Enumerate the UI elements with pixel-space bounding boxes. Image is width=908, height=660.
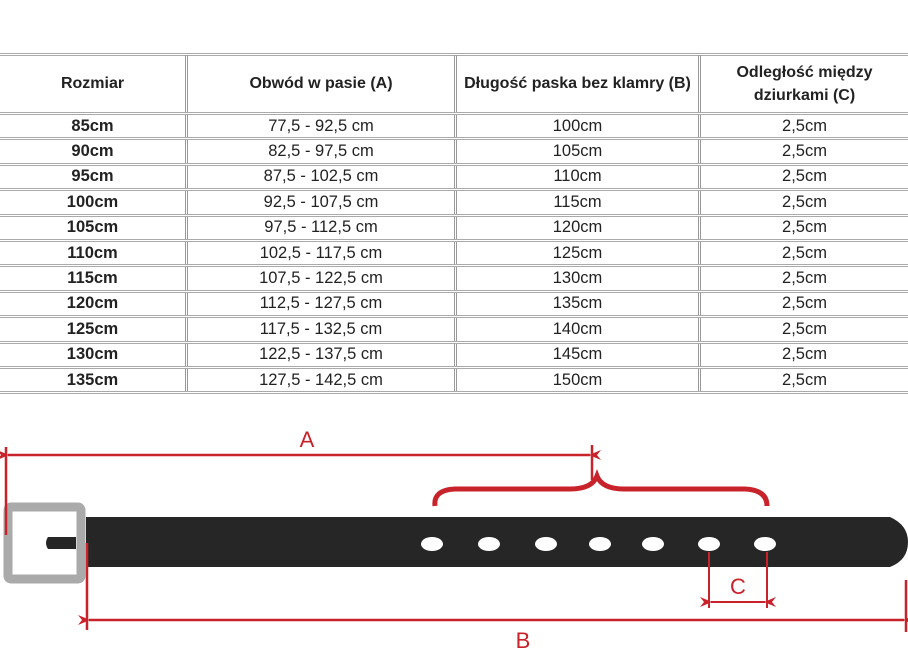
buckle <box>3 502 86 584</box>
table-row-cell: 110cm <box>457 165 701 189</box>
table-row-cell: 105cm <box>0 216 188 239</box>
buckle-prong <box>46 537 76 549</box>
table-row-cell: 135cm <box>457 292 701 316</box>
table-row-cell: 2,5cm <box>782 167 827 186</box>
table-row-cell: 95cm <box>0 165 188 189</box>
table-row-cell: 77,5 - 92,5 cm <box>188 115 457 138</box>
table-row-cell: 82,5 - 97,5 cm <box>188 140 457 163</box>
table-row-cell: 105cm <box>457 140 701 163</box>
table-row-cell: 2,5cm <box>782 345 827 364</box>
table-row-cell: 90cm <box>0 140 188 163</box>
table-row-cell: 2,5cm <box>782 243 827 262</box>
table-row-cell: 120cm <box>457 216 701 239</box>
table-row-cell: 2,5cm <box>782 116 827 135</box>
belt-hole <box>535 537 557 551</box>
belt-hole <box>698 537 720 551</box>
table-row-cell: 145cm <box>457 343 701 366</box>
table-header-cell: Długość paska bez klamry (B) <box>457 55 701 112</box>
label-a: A <box>300 427 315 452</box>
table-row-cell: 2,5cm <box>782 142 827 161</box>
table-row-cell: 125cm <box>0 318 188 341</box>
table-row-cell: 107,5 - 122,5 cm <box>188 267 457 290</box>
table-row-cell: 135cm <box>0 369 188 392</box>
label-c: C <box>730 574 746 599</box>
measure-b <box>78 543 908 632</box>
table-row-cell: 120cm <box>0 292 188 316</box>
table-row-cell: 115cm <box>0 267 188 290</box>
belt-hole <box>754 537 776 551</box>
table-top-border <box>0 53 908 56</box>
table-row-cell: 150cm <box>457 369 701 392</box>
table-row-cell: 102,5 - 117,5 cm <box>188 242 457 265</box>
table-row-cell: 87,5 - 102,5 cm <box>188 165 457 189</box>
table-row-cell: 85cm <box>0 115 188 138</box>
table-row-cell: 2,5cm <box>782 192 827 211</box>
table-row-cell: 117,5 - 132,5 cm <box>188 318 457 341</box>
belt-hole <box>589 537 611 551</box>
table-row-cell: 2,5cm <box>782 294 827 313</box>
table-row-cell: 122,5 - 137,5 cm <box>188 343 457 366</box>
table-header-cell: Obwód w pasie (A) <box>188 55 457 112</box>
measure-c <box>700 552 776 608</box>
measure-a <box>0 445 601 535</box>
table-row-cell: 100cm <box>457 115 701 138</box>
table-row-cell: 2,5cm <box>782 370 827 389</box>
belt-hole <box>421 537 443 551</box>
table-header-cell: Rozmiar <box>0 55 188 112</box>
table-row-cell: 125cm <box>457 242 701 265</box>
table-row-cell: 92,5 - 107,5 cm <box>188 191 457 214</box>
table-row-cell: 100cm <box>0 191 188 214</box>
table-row-cell: 115cm <box>457 191 701 214</box>
table-row-cell: 97,5 - 112,5 cm <box>188 216 457 239</box>
table-row-cell: 110cm <box>0 242 188 265</box>
table-header-cell: Odległość między dziurkami (C) <box>736 63 873 104</box>
table-row-cell: 140cm <box>457 318 701 341</box>
table-row-cell: 2,5cm <box>782 218 827 237</box>
table-row-cell: 2,5cm <box>782 269 827 288</box>
belt-hole <box>642 537 664 551</box>
hole-range-brace <box>432 469 770 507</box>
label-b: B <box>516 628 531 653</box>
table-row-cell: 2,5cm <box>782 319 827 338</box>
table-row-cell: 127,5 - 142,5 cm <box>188 369 457 392</box>
belt-hole <box>478 537 500 551</box>
table-row-cell: 130cm <box>457 267 701 290</box>
table-row-cell: 112,5 - 127,5 cm <box>188 292 457 316</box>
table-row-cell: 130cm <box>0 343 188 366</box>
